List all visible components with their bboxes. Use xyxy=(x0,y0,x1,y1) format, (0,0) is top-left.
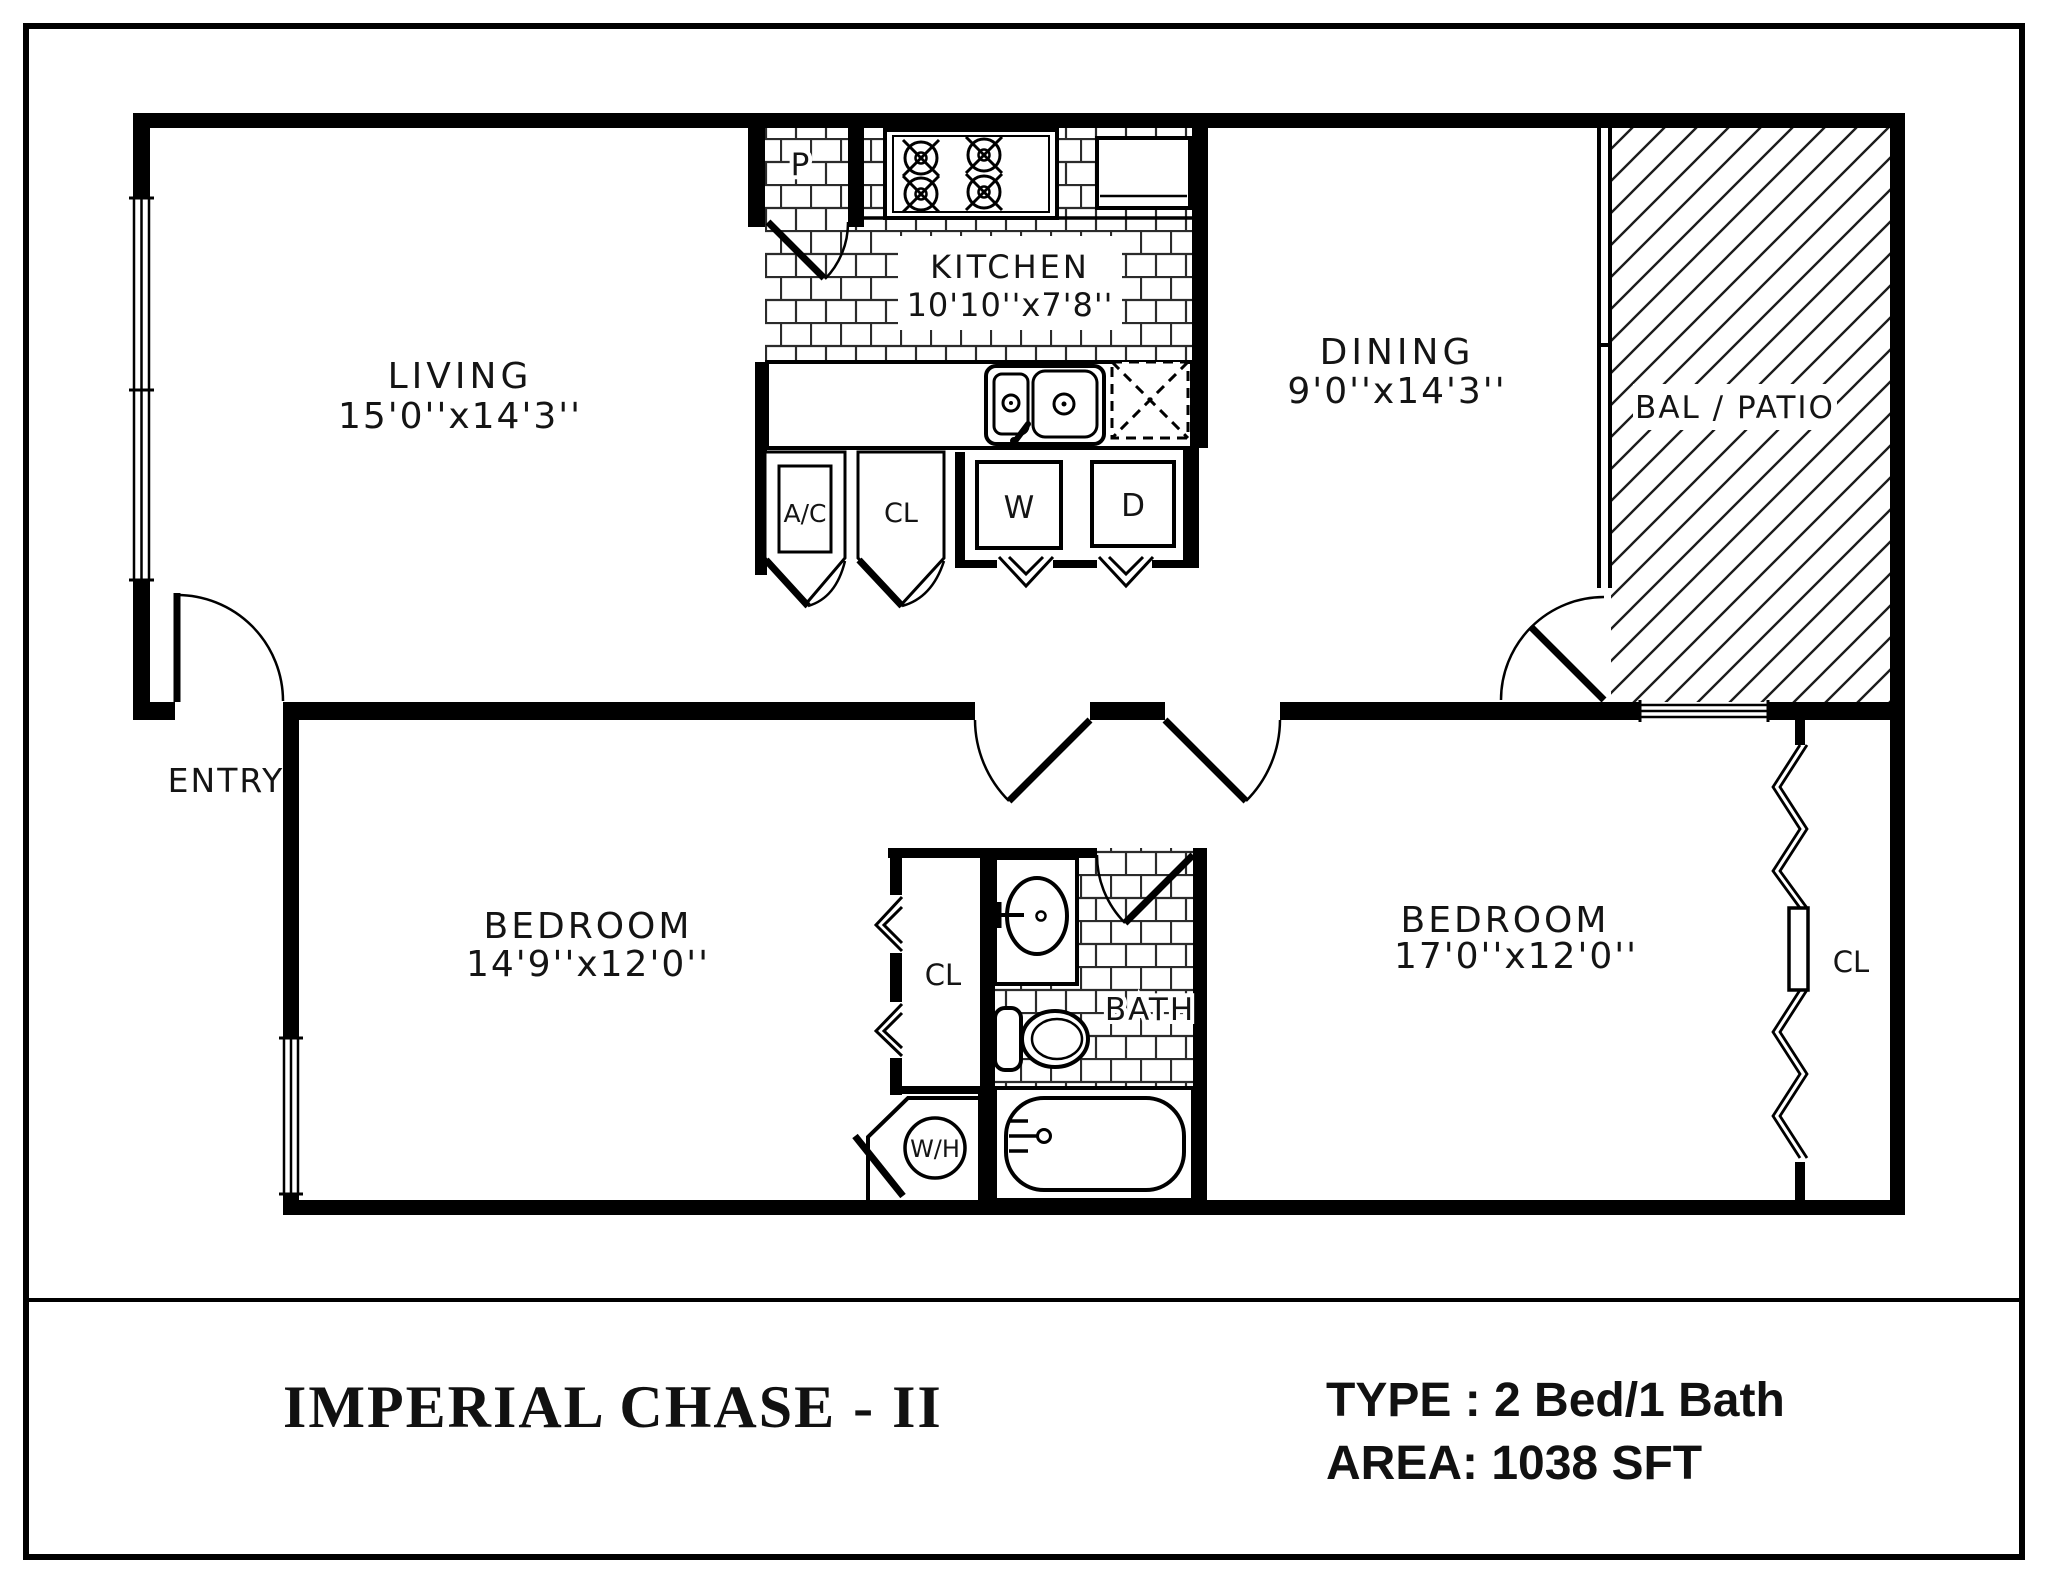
washer-label: W xyxy=(1004,490,1035,526)
ac-label: A/C xyxy=(784,499,827,528)
living-dimensions: 15'0''x14'3'' xyxy=(338,396,582,437)
dining-dimensions: 9'0''x14'3'' xyxy=(1287,371,1506,412)
outer-border xyxy=(23,23,2025,1560)
bedroom-right-dimensions: 17'0''x12'0'' xyxy=(1394,936,1638,977)
balcony-door xyxy=(1499,595,1607,703)
refrigerator-icon xyxy=(1095,136,1192,210)
toilet-icon xyxy=(993,1006,1090,1072)
page-frame xyxy=(23,23,2025,1560)
bath-label: BATH xyxy=(1105,992,1195,1028)
bath-door xyxy=(1095,852,1196,926)
double-sink-icon xyxy=(984,364,1106,446)
kitchen-label: KITCHEN xyxy=(930,248,1090,286)
bedroom-left-window xyxy=(279,1036,303,1196)
dryer-label: D xyxy=(1121,488,1145,524)
bedroom-left-dimensions: 14'9''x12'0'' xyxy=(466,944,710,985)
title-block: IMPERIAL CHASE - II TYPE : 2 Bed/1 Bath … xyxy=(283,1374,1785,1490)
room-labels: LIVING 15'0''x14'3'' KITCHEN 10'10''x7'8… xyxy=(168,143,1870,1163)
doors xyxy=(173,219,1607,926)
bathtub-icon xyxy=(993,1086,1195,1202)
balcony-divider-window xyxy=(1597,128,1612,588)
entry-door xyxy=(173,593,285,702)
dryer-box xyxy=(1090,460,1176,548)
bedroom-right-closet-doors xyxy=(1771,744,1810,1159)
under-balcony-window xyxy=(1638,700,1770,722)
bath-closet-label: CL xyxy=(925,958,961,992)
bedroom-right-label: BEDROOM xyxy=(1401,900,1610,941)
utility-closet-label: CL xyxy=(884,498,918,529)
balcony-label: BAL / PATIO xyxy=(1635,390,1835,426)
unit-type: TYPE : 2 Bed/1 Bath xyxy=(1326,1374,1785,1427)
dishwasher-icon xyxy=(1110,360,1190,440)
closet-door-panel xyxy=(1787,906,1810,992)
ac-closet xyxy=(763,450,847,609)
kitchen-dimensions: 10'10''x7'8'' xyxy=(907,286,1114,324)
bath-fixtures xyxy=(852,856,1195,1202)
bath-closet-bifold-doors xyxy=(873,895,904,1058)
dining-label: DINING xyxy=(1320,332,1475,373)
project-name: IMPERIAL CHASE - II xyxy=(283,1374,943,1440)
entry-label: ENTRY xyxy=(168,761,285,800)
windows xyxy=(129,196,1770,1196)
utility-closets xyxy=(763,450,1176,609)
washer-door-chevron xyxy=(997,555,1055,589)
water-heater-label: W/H xyxy=(910,1135,960,1163)
bedroom-left-label: BEDROOM xyxy=(484,906,693,947)
utility-closet-cl xyxy=(856,450,946,609)
unit-area: AREA: 1038 SFT xyxy=(1326,1437,1702,1490)
water-heater-icon xyxy=(903,1116,967,1180)
vanity-sink-icon xyxy=(993,856,1079,986)
washer-box xyxy=(975,460,1063,550)
dryer-door-chevron xyxy=(1097,555,1155,589)
kitchen-fixtures xyxy=(765,128,1837,450)
balcony-label-box xyxy=(1633,384,1837,430)
living-label: LIVING xyxy=(388,356,533,397)
kitchen-label-box xyxy=(898,236,1122,330)
living-window xyxy=(129,196,154,582)
bedroom-right-closet-label: CL xyxy=(1833,945,1869,979)
bedroom-right-door xyxy=(1162,717,1282,804)
stove-icon xyxy=(883,128,1059,220)
pantry-label: P xyxy=(791,147,810,183)
pantry-door xyxy=(765,219,850,281)
bedroom-left-door xyxy=(973,717,1093,804)
water-heater-room xyxy=(852,1096,985,1200)
